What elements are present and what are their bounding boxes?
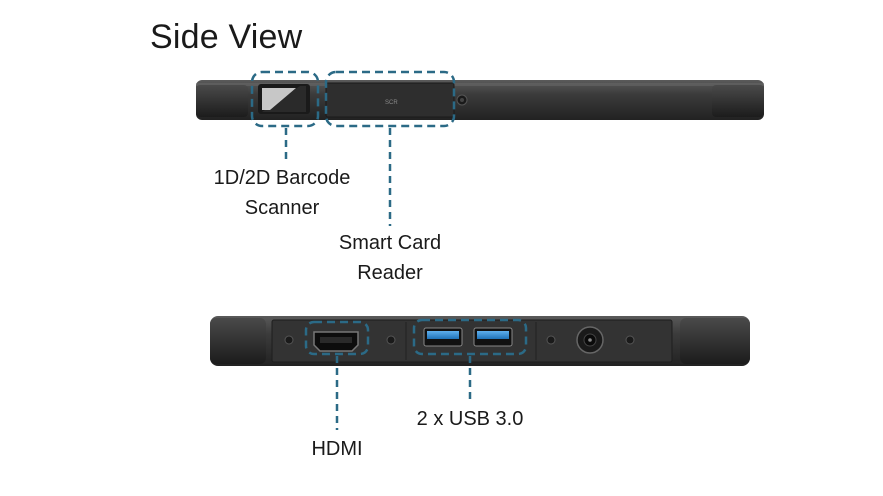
left-bumper (196, 85, 248, 117)
barcode-scanner-label-line2: Scanner (244, 197, 320, 219)
usb-port-2 (473, 327, 513, 347)
usb-label: 2 x USB 3.0 (400, 404, 540, 434)
screw-icon (386, 335, 396, 345)
right-bumper-bottom (680, 318, 750, 364)
usb-callout-box (412, 318, 528, 356)
hdmi-label: HDMI (297, 434, 377, 464)
usb-port-1 (423, 327, 463, 347)
usb-label-line1: 2 x USB 3.0 (416, 408, 524, 430)
smart-card-reader-label-line1: Smart Card (338, 232, 442, 254)
screw-icon (546, 335, 556, 345)
smart-card-slot: SCR (325, 82, 468, 118)
right-bumper (712, 85, 764, 117)
svg-text:SCR: SCR (385, 100, 398, 106)
screw-icon (284, 335, 294, 345)
smart-card-reader-label: Smart Card Reader (324, 228, 456, 288)
barcode-scanner-label-line1: 1D/2D Barcode (213, 167, 351, 189)
top-device-edge: SCR (196, 80, 764, 120)
barcode-scanner-label: 1D/2D Barcode Scanner (194, 163, 370, 223)
smartcard-callout-box (324, 70, 456, 128)
hdmi-label-line1: HDMI (311, 438, 363, 460)
barcode-scanner-window (258, 84, 310, 114)
dc-power-jack (576, 326, 604, 354)
page-title: Side View (150, 18, 303, 56)
bottom-device-edge (210, 316, 750, 366)
barcode-callout-box (250, 70, 320, 128)
left-bumper-bottom (210, 318, 266, 364)
hdmi-port (313, 331, 359, 352)
smart-card-reader-label-line2: Reader (357, 262, 423, 284)
screw-icon (625, 335, 635, 345)
hdmi-callout-box (304, 320, 370, 356)
